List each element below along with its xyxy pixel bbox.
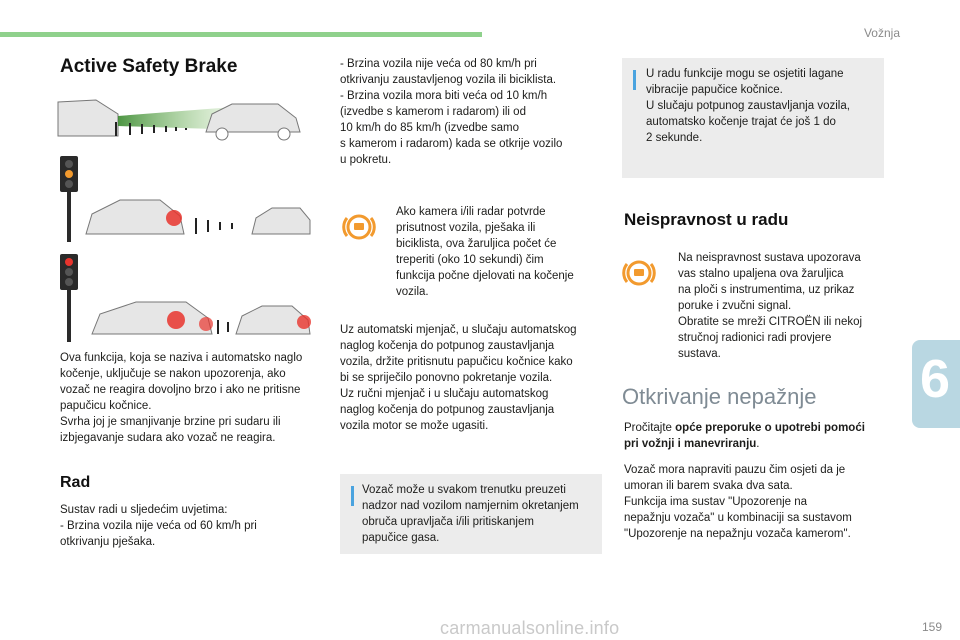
info-icon <box>351 486 354 506</box>
page-number: 159 <box>921 620 942 634</box>
read-recommendations: Pročitajte opće preporuke o upotrebi pom… <box>624 420 886 452</box>
detection-heading: Otkrivanje nepažnje <box>622 384 817 409</box>
illustration-warning <box>60 156 311 242</box>
info-box-vibration-text: U radu funkcije mogu se osjetiti lagane … <box>646 68 850 144</box>
own-car-icon <box>85 199 185 235</box>
info-icon <box>633 70 636 90</box>
chapter-tab <box>912 340 960 428</box>
own-car-icon <box>57 99 119 137</box>
section-label: Vožnja <box>863 26 900 40</box>
vehicle-ahead-icon <box>235 305 311 335</box>
malfunction-text: Na neispravnost sustava upozorava vas st… <box>678 252 863 360</box>
automatic-gearbox-text: Uz automatski mjenjač, u slučaju automat… <box>340 324 577 432</box>
intro-text: Ova funkcija, koja se naziva i automatsk… <box>60 352 303 444</box>
watermark: carmanualsonline.info <box>440 618 620 638</box>
header-rule <box>0 32 482 37</box>
rad-condition-1: - Brzina vozila nije veća od 60 km/h pri… <box>60 520 257 548</box>
info-box-driver-override-text: Vozač može u svakom trenutku preuzeti na… <box>362 484 579 544</box>
illustration-braking <box>60 254 311 342</box>
rad-heading: Rad <box>60 474 91 491</box>
malfunction-heading: Neispravnost u radu <box>624 210 789 229</box>
read-bold-link: opće preporuke o upotrebi pomoći pri vož… <box>624 422 865 450</box>
vehicle-ahead-icon <box>251 207 311 235</box>
brake-malfunction-icon <box>622 260 656 286</box>
pause-text: Vozač mora napraviti pauzu čim osjeti da… <box>624 464 852 540</box>
info-box-driver-override <box>340 474 602 554</box>
vehicle-ahead-icon <box>205 103 301 133</box>
chapter-number: 6 <box>919 349 950 409</box>
illustration-follow <box>57 99 301 141</box>
read-suffix: . <box>756 438 760 450</box>
read-prefix: Pročitajte <box>624 422 676 434</box>
rad-intro: Sustav radi u sljedećim uvjetima: <box>60 504 228 516</box>
warning-light-text: Ako kamera i/ili radar potvrde prisutnos… <box>396 206 574 298</box>
brake-warning-icon <box>342 214 376 240</box>
info-box-vibration <box>622 58 884 178</box>
conditions-list: - Brzina vozila nije veća od 80 km/h pri… <box>340 58 563 166</box>
page-title: Active Safety Brake <box>60 56 238 77</box>
own-car-icon <box>91 301 213 335</box>
